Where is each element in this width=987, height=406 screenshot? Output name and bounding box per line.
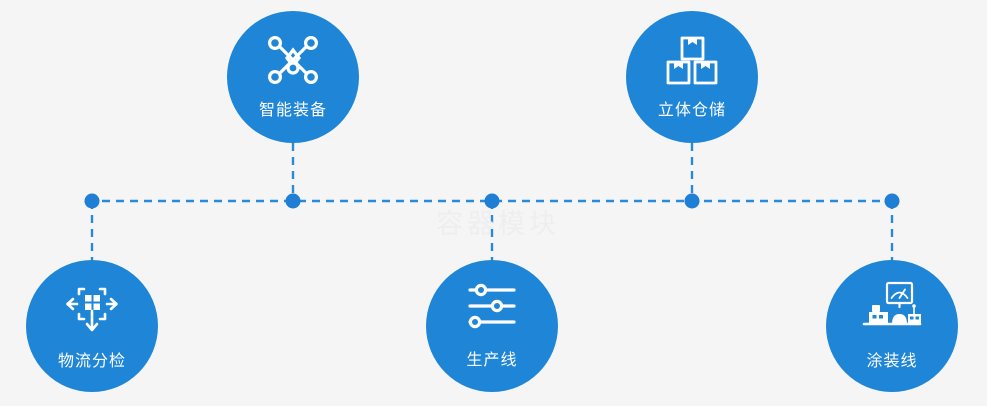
junction-dot-logistics-sorting	[84, 193, 100, 209]
node-label-stereoscopic-warehouse: 立体仓储	[657, 100, 726, 119]
stacked-boxes-icon	[664, 34, 720, 86]
node-label-logistics-sorting: 物流分检	[57, 351, 126, 370]
node-painting-line[interactable]: 涂装线	[826, 260, 958, 392]
sliders-icon	[464, 282, 520, 330]
node-label-production-line: 生产线	[466, 350, 518, 369]
junction-dot-stereoscopic-warehouse	[684, 193, 700, 209]
junction-dot-intelligent-equipment	[285, 193, 301, 209]
node-intelligent-equipment[interactable]: 智能装备	[227, 11, 359, 143]
node-production-line[interactable]: 生产线	[426, 260, 558, 392]
network-nodes-icon	[265, 34, 321, 86]
junction-dot-production-line	[484, 193, 500, 209]
sorting-scan-icon	[63, 281, 121, 335]
junction-dot-painting-line	[884, 193, 900, 209]
factory-monitor-icon	[860, 281, 924, 333]
node-logistics-sorting[interactable]: 物流分检	[26, 260, 158, 392]
node-stereoscopic-warehouse[interactable]: 立体仓储	[626, 11, 758, 143]
watermark-text: 容器模块	[436, 209, 560, 240]
node-label-intelligent-equipment: 智能装备	[258, 100, 327, 119]
node-label-painting-line: 涂装线	[866, 351, 918, 370]
